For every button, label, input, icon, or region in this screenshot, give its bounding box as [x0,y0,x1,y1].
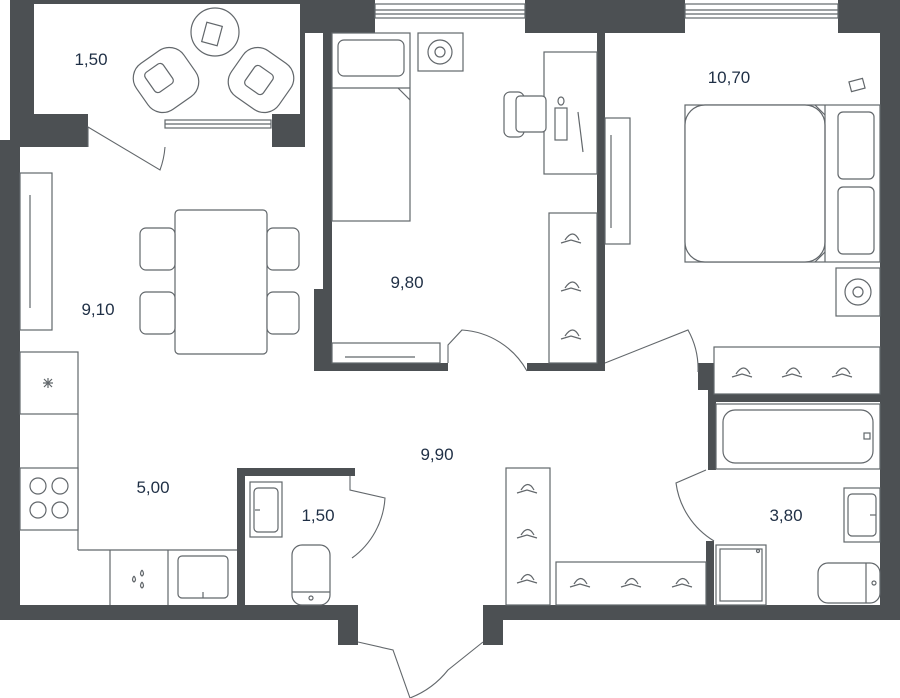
walls [0,0,900,645]
toilet-furniture [249,481,331,606]
bedroom-small-furniture [331,32,598,364]
hallway-area-label: 9,90 [420,445,453,464]
area-labels: 1,50 9,80 10,70 9,10 5,00 9,90 1,50 3,80 [74,50,802,525]
doors [87,126,715,698]
toilet-area-label: 1,50 [301,506,334,525]
bedroom-small-area-label: 9,80 [390,273,423,292]
kitchen-furniture [19,351,237,605]
living-furniture [19,172,300,355]
bathroom-area-label: 3,80 [769,506,802,525]
hallway-furniture [505,467,707,606]
bedroom-large-furniture [604,77,881,395]
bedroom-large-area-label: 10,70 [708,68,751,87]
living-area-label: 9,10 [81,300,114,319]
balcony-furniture [132,7,295,114]
kitchen-area-label: 5,00 [136,478,169,497]
bathroom-furniture [715,403,881,606]
balcony-area-label: 1,50 [74,50,107,69]
windows [164,3,839,129]
